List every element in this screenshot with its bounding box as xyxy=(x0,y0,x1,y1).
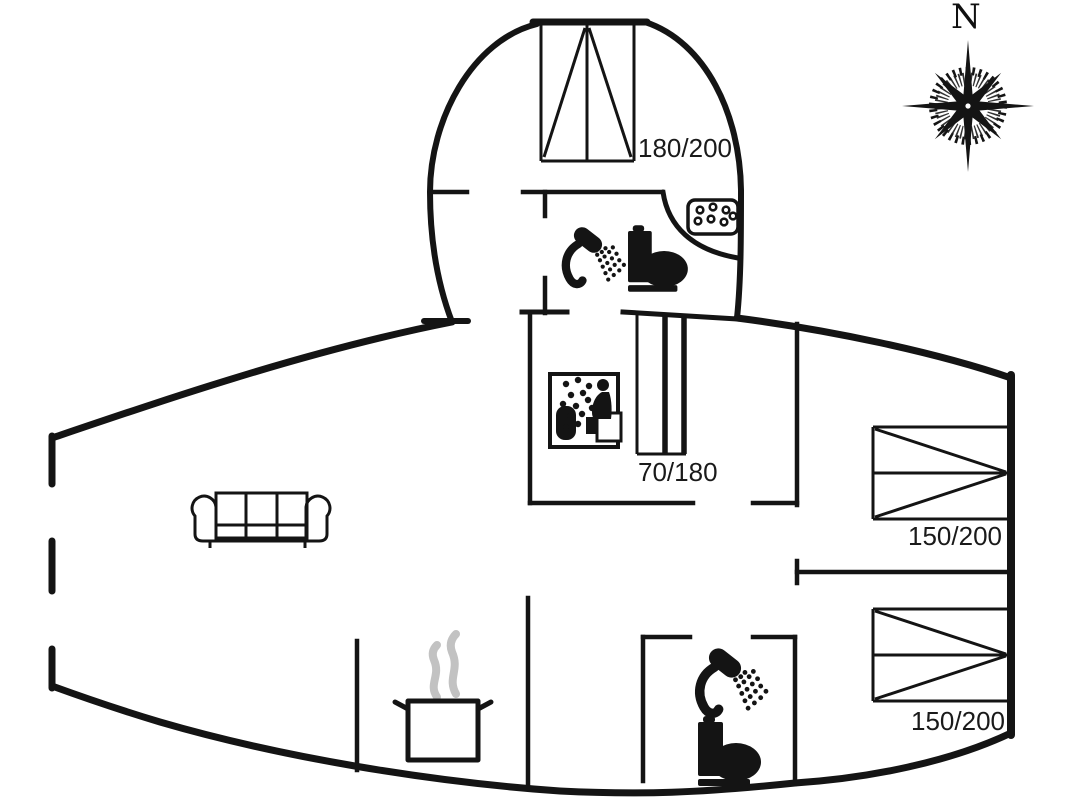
bed-size-label-middle-single: 70/180 xyxy=(638,457,718,487)
shower-icon xyxy=(566,224,626,284)
double-bed-icon xyxy=(871,425,1008,521)
sauna-icon xyxy=(548,372,623,449)
double-bed-icon xyxy=(539,25,636,163)
toilet-icon xyxy=(628,225,688,292)
compass-rose-icon xyxy=(902,40,1034,172)
bed-size-label-top-double: 180/200 xyxy=(638,133,732,163)
compass-north-label: N xyxy=(951,0,981,37)
single-bed-icon xyxy=(635,315,687,456)
shower-icon xyxy=(700,645,769,714)
cooking-pot-icon xyxy=(392,630,494,763)
outer-walls xyxy=(48,18,1015,797)
double-bed-icon xyxy=(871,607,1008,703)
bed-size-label-right-upper: 150/200 xyxy=(908,521,1002,551)
toilet-icon xyxy=(698,716,761,786)
interior-walls xyxy=(354,189,1014,792)
sofa-icon xyxy=(190,491,332,548)
whirlpool-icon xyxy=(686,198,740,236)
bed-size-label-right-lower: 150/200 xyxy=(911,706,1005,736)
